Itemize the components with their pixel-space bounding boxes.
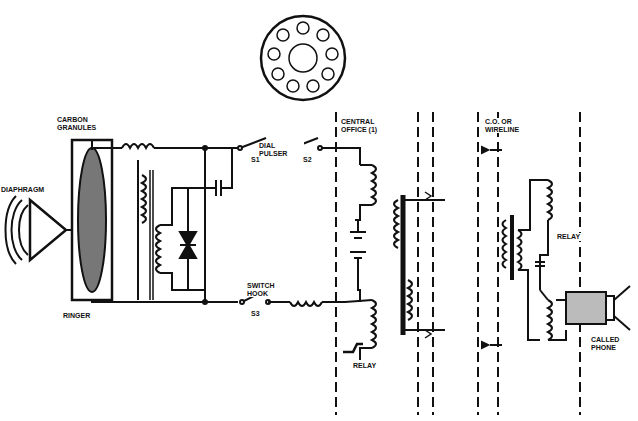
- boundary-line: [336, 112, 580, 415]
- switch-symbol: [238, 138, 322, 306]
- part-label: C.O. OR WIRELINE: [484, 118, 542, 133]
- diaphragm-symbol: [6, 196, 73, 264]
- part-label: SWITCH HOOK: [246, 282, 292, 297]
- part-label: S1: [250, 156, 261, 164]
- part-label: RELAY: [556, 233, 581, 241]
- rotary-dial: [261, 16, 345, 100]
- part-label: S3: [250, 310, 261, 318]
- part-label: RELAY: [352, 362, 377, 370]
- part-label: DIAPHRAGM: [0, 186, 32, 194]
- part-label: S2: [302, 156, 313, 164]
- part-label: RINGER: [62, 312, 91, 320]
- central-office-circuit: [335, 147, 502, 360]
- relay-coil: [268, 302, 363, 352]
- called-phone-circuit: [503, 180, 631, 340]
- part-label: CALLED PHONE: [590, 336, 628, 351]
- carbon-capsule: [72, 140, 112, 300]
- part-label: CENTRAL OFFICE (1): [340, 118, 402, 133]
- part-label: CARBON GRANULES: [56, 116, 106, 131]
- handset-wiring: [92, 140, 335, 304]
- part-label: DIAL PULSER: [258, 142, 304, 157]
